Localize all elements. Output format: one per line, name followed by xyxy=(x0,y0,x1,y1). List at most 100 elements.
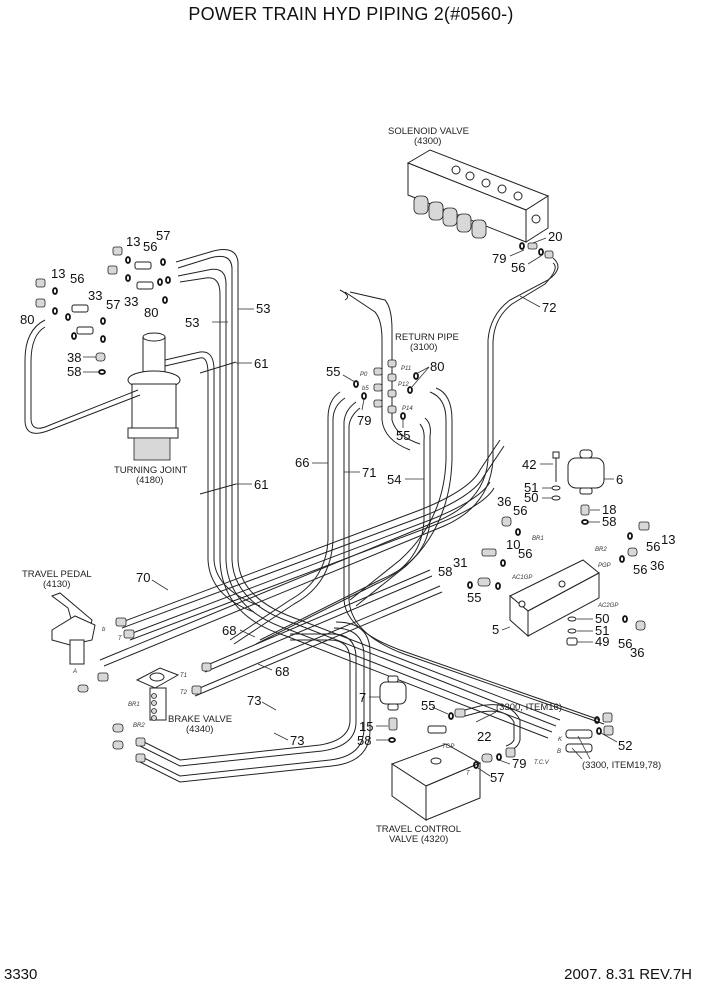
callout-52: 52 xyxy=(618,738,632,753)
travel-control-valve xyxy=(390,743,482,821)
o-ring-icon xyxy=(519,242,525,250)
o-ring-icon xyxy=(622,615,628,623)
callout-31: 31 xyxy=(453,555,467,570)
o-ring-icon xyxy=(619,555,625,563)
tee-fitting-icon xyxy=(134,261,152,270)
port-label: b5 xyxy=(362,386,369,392)
return-pipe-fittings xyxy=(353,359,419,420)
callout-61: 61 xyxy=(254,477,268,492)
callout-53: 53 xyxy=(185,315,199,330)
port-label: TGP xyxy=(442,744,454,750)
port-label: AC2GP xyxy=(597,603,618,609)
callout-66: 66 xyxy=(295,455,309,470)
connector-icon xyxy=(565,743,593,753)
o-ring-icon xyxy=(448,712,454,720)
travel-control-valve-label: TRAVEL CONTROL xyxy=(376,824,461,835)
o-ring-icon xyxy=(388,737,396,743)
turning-joint-label: TURNING JOINT xyxy=(114,465,188,476)
o-ring-icon xyxy=(160,258,166,266)
port-label: b xyxy=(102,627,106,633)
callout-79: 79 xyxy=(357,413,371,428)
o-ring-icon xyxy=(100,335,106,343)
callout-72: 72 xyxy=(542,300,556,315)
callout-36: 36 xyxy=(497,494,511,509)
plug-icon xyxy=(95,352,106,362)
port-label: A xyxy=(72,669,77,675)
connector-icon xyxy=(107,265,118,275)
o-ring-icon xyxy=(496,753,502,761)
callout-42: 42 xyxy=(522,457,536,472)
fitting-icon xyxy=(373,367,383,376)
o-ring-icon xyxy=(413,372,419,380)
callout-80: 80 xyxy=(144,305,158,320)
callout-58: 58 xyxy=(357,733,371,748)
port-label: P14 xyxy=(402,406,413,412)
o-ring-icon xyxy=(71,332,77,340)
plug-icon xyxy=(627,547,638,557)
o-ring-icon xyxy=(361,392,367,400)
port-label: BR2 xyxy=(595,547,607,553)
hose-fitting-icon xyxy=(123,629,135,639)
tee-fitting-icon xyxy=(427,725,447,734)
callout-50: 50 xyxy=(524,490,538,505)
o-ring-icon xyxy=(98,369,106,375)
port-label: T.C.V xyxy=(534,760,550,766)
o-ring-icon xyxy=(125,256,131,264)
hose-fitting-icon xyxy=(603,725,614,736)
callout-51: 51 xyxy=(524,480,538,495)
travel-pedal-ref: (4130) xyxy=(43,579,70,590)
o-ring-icon xyxy=(407,386,413,394)
washer-icon xyxy=(551,495,561,501)
callout-56: 56 xyxy=(70,271,84,286)
solenoid-valve-assembly xyxy=(406,149,550,243)
valve-block xyxy=(509,559,600,638)
o-ring-icon xyxy=(581,519,589,525)
turning-joint xyxy=(127,332,181,461)
port-label: P11 xyxy=(401,366,411,372)
bolt-icon xyxy=(552,451,560,459)
port-label: T2 xyxy=(180,690,188,696)
port-label: B xyxy=(557,749,561,755)
port-label: P0 xyxy=(360,372,368,378)
port-label: T xyxy=(466,771,471,777)
callout-13: 13 xyxy=(51,266,65,281)
callout-68: 68 xyxy=(275,664,289,679)
hose-fitting-icon xyxy=(115,617,127,627)
accumulator-icon xyxy=(567,449,605,495)
adapter-icon xyxy=(580,504,590,516)
port-label: T xyxy=(118,636,123,642)
o-ring-icon xyxy=(65,313,71,321)
o-ring-icon xyxy=(515,528,521,536)
connector-icon xyxy=(112,246,123,256)
travel-control-valve-ref: VALVE (4320) xyxy=(389,834,448,845)
o-ring-icon xyxy=(162,296,168,304)
o-ring-icon xyxy=(467,581,473,589)
nut-icon xyxy=(566,637,578,646)
callout-49: 49 xyxy=(595,634,609,649)
callout-57: 57 xyxy=(490,770,504,785)
callout-55: 55 xyxy=(326,364,340,379)
o-ring-icon xyxy=(538,248,544,256)
callout-13: 13 xyxy=(661,532,675,547)
elbow-fitting-icon xyxy=(112,740,124,750)
callout-80: 80 xyxy=(20,312,34,327)
return-pipe-ref: (3100) xyxy=(410,342,437,353)
o-ring-icon xyxy=(473,761,479,769)
plug-icon xyxy=(501,516,512,527)
ref-item16-label: (3300, ITEM16) xyxy=(496,702,562,713)
callout-7: 7 xyxy=(359,690,366,705)
callout-20: 20 xyxy=(548,229,562,244)
washer-icon xyxy=(567,628,577,634)
revision-date: 2007. 8.31 REV.7H xyxy=(564,966,692,983)
fitting-icon xyxy=(373,399,383,408)
port-label: PGP xyxy=(598,563,611,569)
solenoid-valve-ref: (4300) xyxy=(414,136,441,147)
hose-fitting-icon xyxy=(201,662,212,672)
plug-icon xyxy=(635,620,646,631)
tee-fitting-icon xyxy=(76,326,94,335)
washer-icon xyxy=(567,616,577,622)
port-label: K xyxy=(558,737,563,743)
callout-18: 18 xyxy=(602,502,616,517)
callout-73: 73 xyxy=(247,693,261,708)
